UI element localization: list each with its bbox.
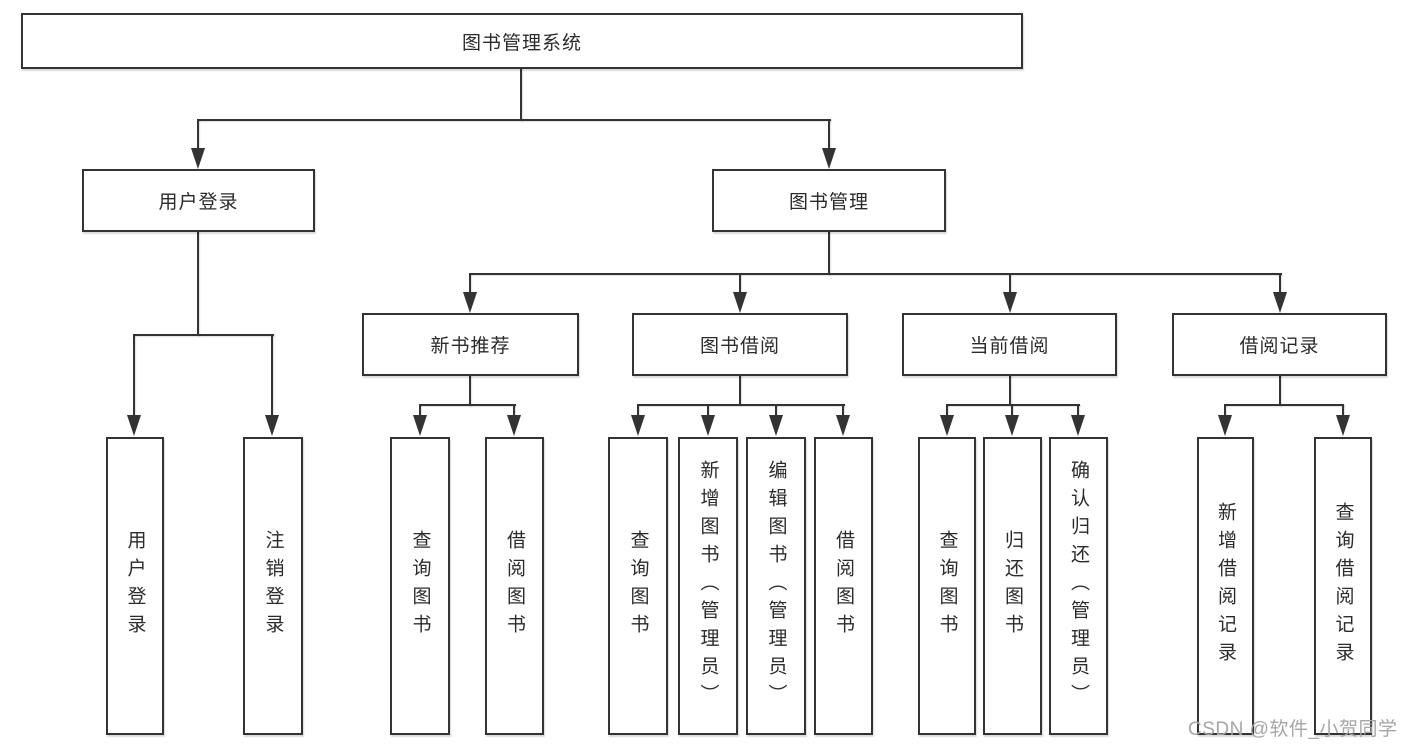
arrow-down-icon xyxy=(769,415,783,436)
node-current-borrowing: 当前借阅 xyxy=(902,313,1117,376)
node-add-books-admin: 新增图书（管理员） xyxy=(678,437,738,735)
arrow-down-icon xyxy=(265,415,279,436)
arrow-down-icon xyxy=(191,148,205,169)
node-user-login-leaf: 用户登录 xyxy=(106,437,164,735)
connector-line xyxy=(1011,404,1013,417)
node-query-borrow-record: 查询借阅记录 xyxy=(1314,437,1372,735)
connector-line xyxy=(469,273,1282,275)
connector-line xyxy=(946,404,1080,406)
connector-line xyxy=(775,404,777,417)
node-label: 借阅记录 xyxy=(1239,336,1320,357)
node-return-books: 归还图书 xyxy=(983,437,1042,735)
connector-line xyxy=(1009,374,1011,406)
connector-line xyxy=(133,334,274,336)
connector-line xyxy=(1224,404,1344,406)
node-label: 查询图书 xyxy=(409,530,431,642)
node-label: 新书推荐 xyxy=(430,336,511,357)
connector-line xyxy=(1224,404,1226,417)
node-label: 借阅图书 xyxy=(833,530,854,642)
connector-line xyxy=(637,404,845,406)
arrow-down-icon xyxy=(1218,415,1232,436)
node-query-books-borrowing: 查询图书 xyxy=(608,437,668,735)
arrow-down-icon xyxy=(1003,292,1017,313)
node-label: 图书借阅 xyxy=(699,336,780,357)
node-label: 当前借阅 xyxy=(969,336,1050,357)
node-edit-books-admin: 编辑图书（管理员） xyxy=(746,437,806,735)
connector-line xyxy=(197,230,199,336)
connector-line xyxy=(739,374,741,406)
arrow-down-icon xyxy=(127,415,141,436)
node-label: 确认归还（管理员） xyxy=(1068,460,1089,712)
node-add-borrow-record: 新增借阅记录 xyxy=(1197,437,1254,735)
connector-line xyxy=(197,119,199,151)
arrow-down-icon xyxy=(701,415,715,436)
connector-line xyxy=(1342,404,1344,417)
node-label: 查询图书 xyxy=(627,530,649,642)
node-logout: 注销登录 xyxy=(243,437,303,735)
node-label: 图书管理 xyxy=(788,192,869,213)
node-label: 归还图书 xyxy=(1002,530,1023,642)
arrow-down-icon xyxy=(836,415,850,436)
arrow-down-icon xyxy=(1273,292,1287,313)
node-label: 编辑图书（管理员） xyxy=(765,460,787,712)
node-library-management-system: 图书管理系统 xyxy=(21,13,1023,69)
connector-line xyxy=(828,119,830,151)
node-book-borrowing: 图书借阅 xyxy=(632,313,848,376)
connector-line xyxy=(513,404,515,417)
watermark: CSDN @软件_小贺同学 xyxy=(1188,719,1398,740)
connector-line xyxy=(1279,273,1281,296)
arrow-down-icon xyxy=(733,292,747,313)
node-query-books-recommend: 查询图书 xyxy=(390,437,450,735)
node-query-books-current: 查询图书 xyxy=(918,437,976,735)
connector-line xyxy=(842,404,844,417)
connector-line xyxy=(739,273,741,296)
connector-line xyxy=(133,334,135,418)
node-user-login: 用户登录 xyxy=(82,169,315,232)
node-label: 查询图书 xyxy=(936,530,958,642)
node-borrow-books-recommend: 借阅图书 xyxy=(485,437,544,735)
arrow-down-icon xyxy=(463,292,477,313)
node-label: 用户登录 xyxy=(158,192,239,213)
node-confirm-return-admin: 确认归还（管理员） xyxy=(1049,437,1108,735)
node-borrowing-records: 借阅记录 xyxy=(1172,313,1387,376)
arrow-down-icon xyxy=(940,415,954,436)
connector-line xyxy=(1009,273,1011,296)
arrow-down-icon xyxy=(631,415,645,436)
node-new-book-recommendation: 新书推荐 xyxy=(362,313,579,376)
arrow-down-icon xyxy=(1336,415,1350,436)
node-label: 新增借阅记录 xyxy=(1215,502,1236,670)
connector-line xyxy=(271,334,273,418)
arrow-down-icon xyxy=(413,415,427,436)
connector-line xyxy=(469,374,471,406)
arrow-down-icon xyxy=(1005,415,1019,436)
connector-line xyxy=(1279,374,1281,406)
connector-line xyxy=(419,404,421,417)
node-label: 用户登录 xyxy=(124,530,146,642)
node-label: 借阅图书 xyxy=(504,530,525,642)
connector-line xyxy=(469,273,471,296)
connector-line xyxy=(197,119,831,121)
node-book-management: 图书管理 xyxy=(712,169,946,232)
connector-line xyxy=(946,404,948,417)
node-label: 新增图书（管理员） xyxy=(697,460,719,712)
connector-line xyxy=(1077,404,1079,417)
node-label: 查询借阅记录 xyxy=(1332,502,1354,670)
node-label: 注销登录 xyxy=(262,530,284,642)
connector-line xyxy=(520,67,522,121)
arrow-down-icon xyxy=(822,148,836,169)
node-borrow-books-borrowing: 借阅图书 xyxy=(814,437,873,735)
node-label: 图书管理系统 xyxy=(461,32,582,54)
arrow-down-icon xyxy=(507,415,521,436)
arrow-down-icon xyxy=(1071,415,1085,436)
connector-line xyxy=(707,404,709,417)
connector-line xyxy=(828,230,830,275)
connector-line xyxy=(419,404,516,406)
connector-line xyxy=(637,404,639,417)
